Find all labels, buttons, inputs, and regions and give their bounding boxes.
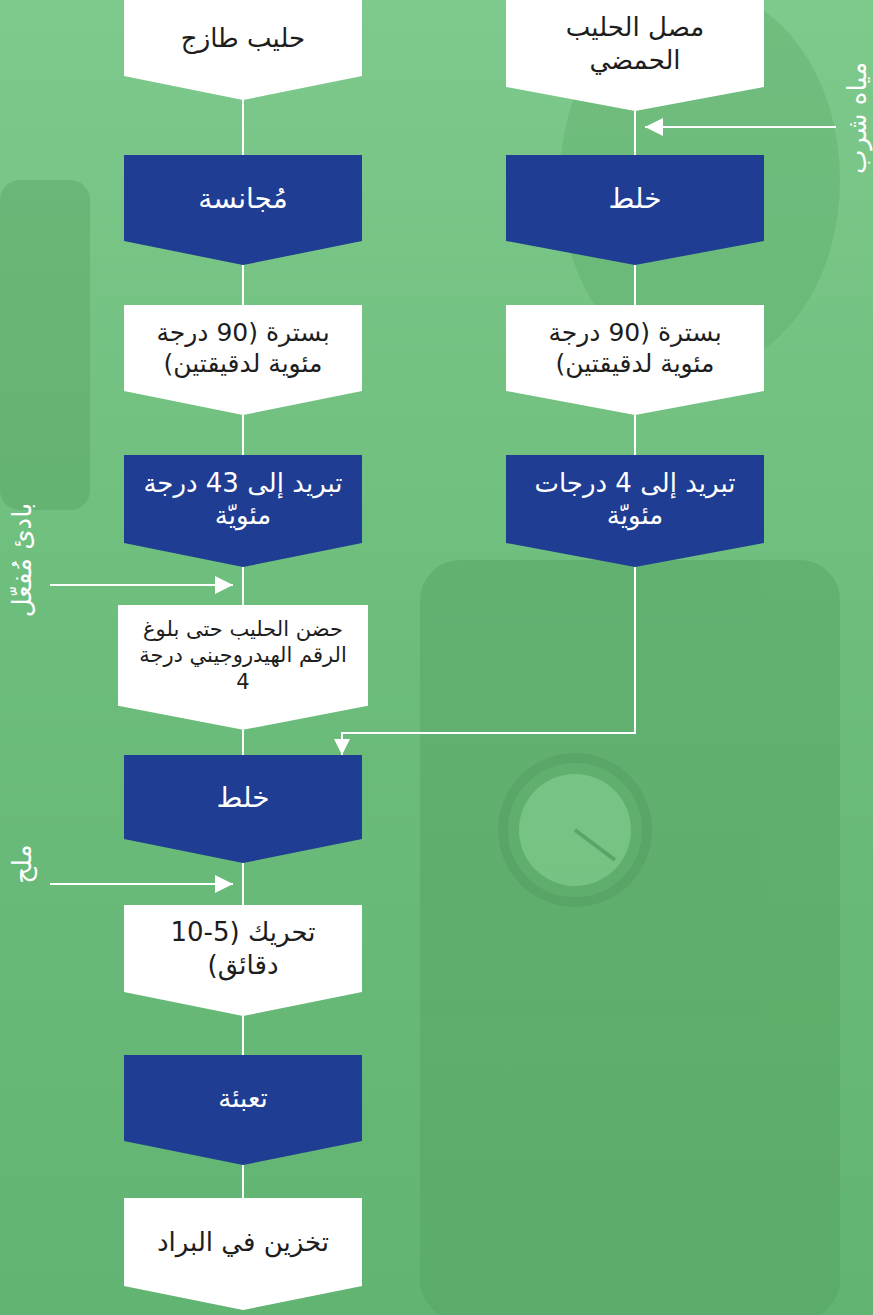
- box-shape: [506, 155, 764, 265]
- box-body: مصل الحليب الحمضي: [506, 11, 764, 76]
- flow-connector: [242, 265, 244, 305]
- flow-connector: [342, 567, 635, 755]
- box-shape: [506, 455, 764, 567]
- process-box: بسترة (90 درجة مئوية لدقيقتين): [124, 305, 362, 415]
- step-text: بسترة (90 درجة مئوية لدقيقتين): [520, 317, 750, 380]
- box-shape: [124, 1055, 362, 1165]
- process-box: بسترة (90 درجة مئوية لدقيقتين): [506, 305, 764, 415]
- step-text: بسترة (90 درجة مئوية لدقيقتين): [138, 317, 348, 380]
- box-shape: [118, 605, 368, 730]
- input-arrow: [50, 584, 233, 586]
- box-shape: [124, 1198, 362, 1310]
- box-body: تعبئة: [124, 1082, 362, 1115]
- process-box: تخزين في البراد: [124, 1198, 362, 1310]
- box-body: بسترة (90 درجة مئوية لدقيقتين): [124, 317, 362, 380]
- process-step: خلط: [506, 155, 764, 265]
- flow-connector: [634, 111, 636, 155]
- step-text: خلط: [138, 780, 348, 815]
- flow-connector: [242, 100, 244, 155]
- box-body: حليب طازج: [124, 22, 362, 55]
- box-body: بسترة (90 درجة مئوية لدقيقتين): [506, 317, 764, 380]
- box-shape: [124, 0, 362, 100]
- box-shape: [124, 755, 362, 863]
- process-step: تعبئة: [124, 1055, 362, 1165]
- equipment-silhouette: [0, 0, 840, 1315]
- box-body: تبريد إلى 4 درجات مئويّة: [506, 467, 764, 532]
- flow-connector: [242, 415, 244, 455]
- flow-connector: [242, 863, 244, 905]
- step-text: حضن الحليب حتى بلوغ الرقم الهيدروجيني در…: [132, 616, 354, 695]
- box-shape: [124, 305, 362, 415]
- process-step: تبريد إلى 43 درجة مئويّة: [124, 455, 362, 567]
- box-body: تحريك (5-10 دقائق): [124, 916, 362, 981]
- process-box: مصل الحليب الحمضي: [506, 0, 764, 111]
- box-body: حضن الحليب حتى بلوغ الرقم الهيدروجيني در…: [118, 616, 368, 695]
- step-text: مُجانسة: [138, 181, 348, 216]
- box-shape: [124, 155, 362, 265]
- box-body: تبريد إلى 43 درجة مئويّة: [124, 467, 362, 532]
- input-arrow: [50, 883, 233, 885]
- box-body: مُجانسة: [124, 181, 362, 216]
- box-shape: [506, 305, 764, 415]
- step-text: خلط: [520, 181, 750, 216]
- step-text: حليب طازج: [138, 22, 348, 55]
- process-box: تحريك (5-10 دقائق): [124, 905, 362, 1016]
- input-label: بادئ مُفعّل: [8, 503, 37, 618]
- process-box: حليب طازج: [124, 0, 362, 100]
- flow-connector: [634, 265, 636, 305]
- input-label: مياه شرب: [843, 62, 872, 174]
- box-shape: [124, 905, 362, 1016]
- flow-connector: [242, 1016, 244, 1055]
- box-shape: [506, 0, 764, 111]
- process-step: خلط: [124, 755, 362, 863]
- step-text: تخزين في البراد: [138, 1226, 348, 1259]
- flow-connector: [242, 567, 244, 605]
- box-body: خلط: [506, 181, 764, 216]
- step-text: تبريد إلى 4 درجات مئويّة: [520, 467, 750, 532]
- input-arrow: [645, 126, 836, 128]
- step-text: تحريك (5-10 دقائق): [138, 916, 348, 981]
- process-step: تبريد إلى 4 درجات مئويّة: [506, 455, 764, 567]
- flow-connector: [634, 415, 636, 455]
- process-box: حضن الحليب حتى بلوغ الرقم الهيدروجيني در…: [118, 605, 368, 730]
- flow-connector: [242, 1165, 244, 1198]
- step-text: تعبئة: [138, 1082, 348, 1115]
- box-body: تخزين في البراد: [124, 1226, 362, 1259]
- input-label: ملح: [8, 844, 37, 883]
- box-shape: [124, 455, 362, 567]
- step-text: تبريد إلى 43 درجة مئويّة: [138, 467, 348, 532]
- process-step: مُجانسة: [124, 155, 362, 265]
- box-body: خلط: [124, 780, 362, 815]
- step-text: مصل الحليب الحمضي: [520, 11, 750, 76]
- flow-connector: [242, 730, 244, 755]
